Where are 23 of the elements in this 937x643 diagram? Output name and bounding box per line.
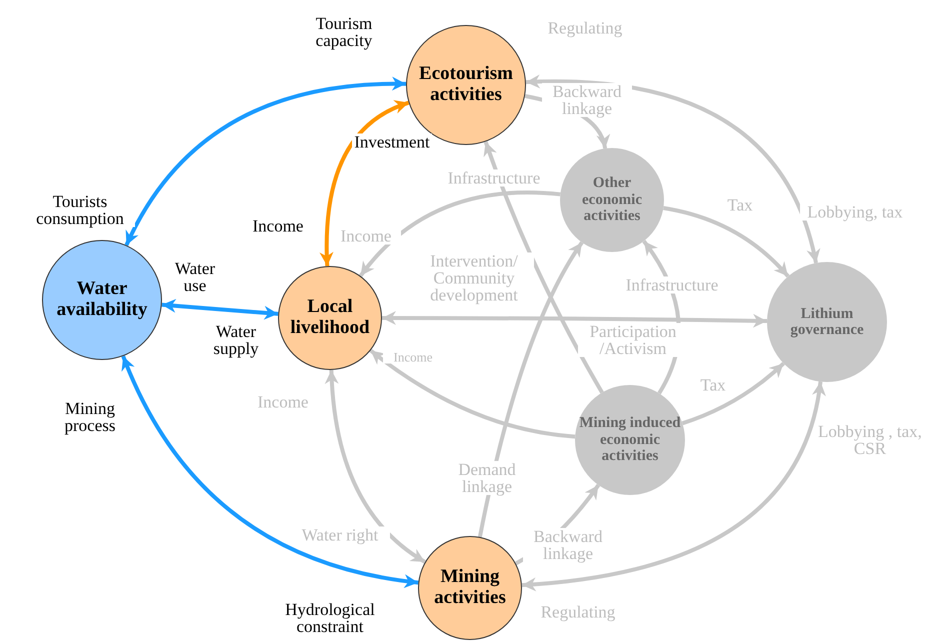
edge-label: Backward linkage (542, 83, 632, 117)
edge-label: Investment (352, 134, 432, 150)
node-label: Ecotourism activities (418, 64, 514, 106)
arrow (478, 241, 584, 538)
arrow (358, 190, 560, 278)
node-label: Local livelihood (289, 297, 371, 339)
double-arrow (526, 74, 820, 264)
node-label: Water availability (56, 279, 148, 321)
double-arrow (121, 355, 419, 588)
node-label: Mining activities (433, 567, 507, 609)
double-arrow (124, 77, 406, 246)
arrow (682, 362, 785, 426)
double-arrow (325, 370, 426, 564)
node-label: Other economic activities (581, 175, 643, 225)
double-arrow (522, 381, 826, 591)
node-label: Mining induced economic activities (579, 415, 681, 465)
double-arrow (162, 298, 278, 320)
arrow (663, 206, 790, 278)
double-arrow (382, 311, 768, 328)
node-label: Lithium governance (789, 306, 865, 338)
arrow (369, 348, 576, 439)
arrow (484, 141, 604, 394)
double-arrow (320, 100, 410, 266)
